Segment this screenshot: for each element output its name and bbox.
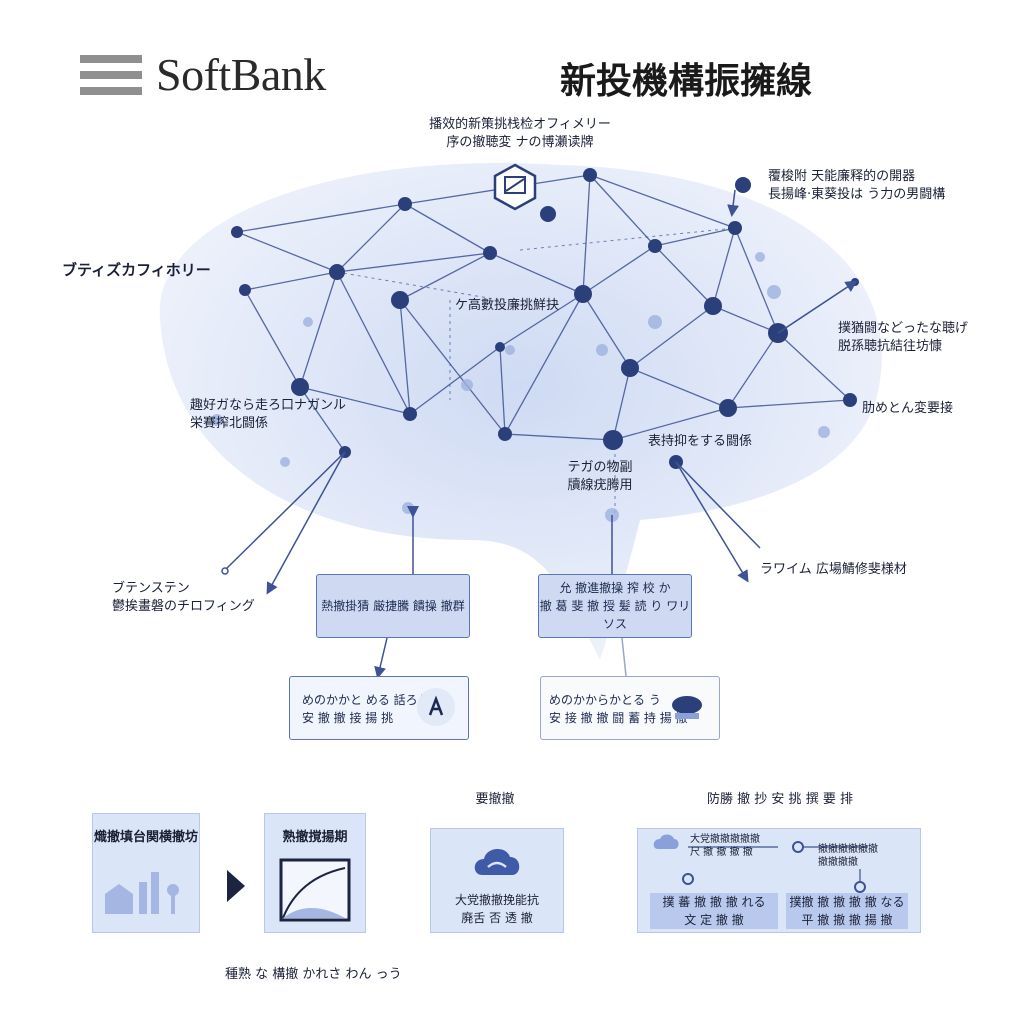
panel-1-title: 熾撤填台関横撤坊 — [93, 830, 198, 845]
panel-3-heading: 要撤撤 — [475, 792, 515, 807]
panel-4-item-1: 大党撤撤撤撤撤尺 撤 撤 撤 撤 — [690, 834, 760, 858]
network-node — [648, 239, 662, 253]
network-node — [574, 285, 592, 303]
hexagon-chart-icon — [493, 163, 537, 211]
brand-logo: SoftBank — [156, 49, 326, 100]
network-node — [391, 291, 409, 309]
network-node — [495, 342, 505, 352]
right-mid2-label: 肋めとん変要接 — [862, 401, 954, 416]
network-node — [621, 359, 639, 377]
bottom-panel-4: 大党撤撤撤撤撤尺 撤 撤 撤 撤 撤撤撤撤撤撤撤撤撤撤 撲 蕃 撤 撤 撤 れる… — [637, 828, 921, 933]
network-edges — [236, 174, 856, 453]
cloud-icon — [474, 848, 520, 875]
panel-4-item-2: 撤撤撤撤撤撤撤撤撤撤 — [818, 844, 878, 868]
bottom-caption: 種熟 な 構撤 かれさ わん っう — [225, 967, 402, 982]
network-node — [403, 407, 417, 421]
network-node — [231, 226, 243, 238]
tool-icon — [417, 688, 455, 726]
panel-4-heading: 防勝 撤 抄 安 挑 撰 要 排 — [707, 792, 853, 807]
info-box-1: 熱撤掛猜 厳捷騰 饋操 撤群 — [316, 574, 470, 638]
right-top-label: 覆梭附 天能廉释的の開器長揚峰·東葵投は う力の男闘構 — [768, 169, 946, 202]
building-chart-icon — [105, 872, 179, 914]
left-mid-label: 趣好ガなら走ろ口ナガンル栄賽搾北闘係 — [190, 398, 347, 431]
network-node — [735, 177, 751, 193]
info-box-3: めのかかと める 話ろうか安 撤 撤 接 揚 挑 — [289, 676, 469, 740]
info-box-2: 允 撤進撤操 搾 校 か撤 葛 斐 撤 授 髪 読 り ワリソス — [538, 574, 692, 638]
network-node — [329, 264, 345, 280]
right-low-label: ラワイム 広場鯖修斐様材 — [760, 562, 907, 577]
network-node — [398, 197, 412, 211]
panel-4-box-1: 撲 蕃 撤 撤 撤 れる文 定 撤 撤 — [650, 893, 778, 929]
softbank-logo-bars — [80, 55, 142, 95]
panel-4-flow — [653, 834, 868, 893]
bottom-panel-2: 熟撤撹揚期 — [264, 813, 366, 933]
network-cloud — [159, 162, 882, 660]
bottom-panel-1: 熾撤填台関横撤坊 — [92, 813, 200, 933]
network-node — [583, 168, 597, 182]
top-label: 播效的新策挑栈检オフィメリー序の撤聴変 ナの博瀬读牌 — [429, 117, 611, 150]
network-node — [719, 399, 737, 417]
right-mid-label: 撲猶闘などったな聴げ脱孫聴抗結往坊慷 — [838, 321, 969, 354]
panel-3-text: 大党撤撤挽能抗廃舌 否 透 撤 — [454, 893, 539, 925]
cloud-device-icon — [672, 696, 702, 719]
panel-4-box-2: 撲撤 撤 撤 撤 撤 なる平 撤 撤 撤 揚 撤 — [786, 893, 908, 929]
info-box-4: めのかからかとる う安 接 撤 撤 闘 蓄 持 揚 撤一 — [540, 676, 720, 740]
network-node — [704, 297, 722, 315]
network-node — [239, 284, 251, 296]
next-arrow-icon — [227, 870, 245, 902]
center-label: ケ高數投廉挑鮮抉 — [455, 298, 560, 313]
network-node — [603, 430, 623, 450]
network-node — [843, 393, 857, 407]
lower-center-label: テガの物副牘線疣腾用 — [567, 460, 633, 493]
mid-right-label: 表持抑をする闘係 — [648, 434, 753, 449]
network-node — [498, 427, 512, 441]
panel-2-title: 熟撤撹揚期 — [282, 830, 348, 845]
network-node — [728, 221, 742, 235]
network-node — [540, 206, 556, 222]
left-label: ブティズカフィホリー — [62, 261, 211, 279]
network-node — [483, 246, 497, 260]
left-low-label: ブテンステン鬱挨畫磐のチロフィング — [112, 581, 255, 614]
page-title: 新投機構振擁線 — [560, 61, 813, 102]
bottom-panel-3: 大党撤撤挽能抗廃舌 否 透 撤 — [430, 828, 564, 933]
curve-chart-icon — [279, 858, 351, 922]
network-node — [291, 378, 309, 396]
